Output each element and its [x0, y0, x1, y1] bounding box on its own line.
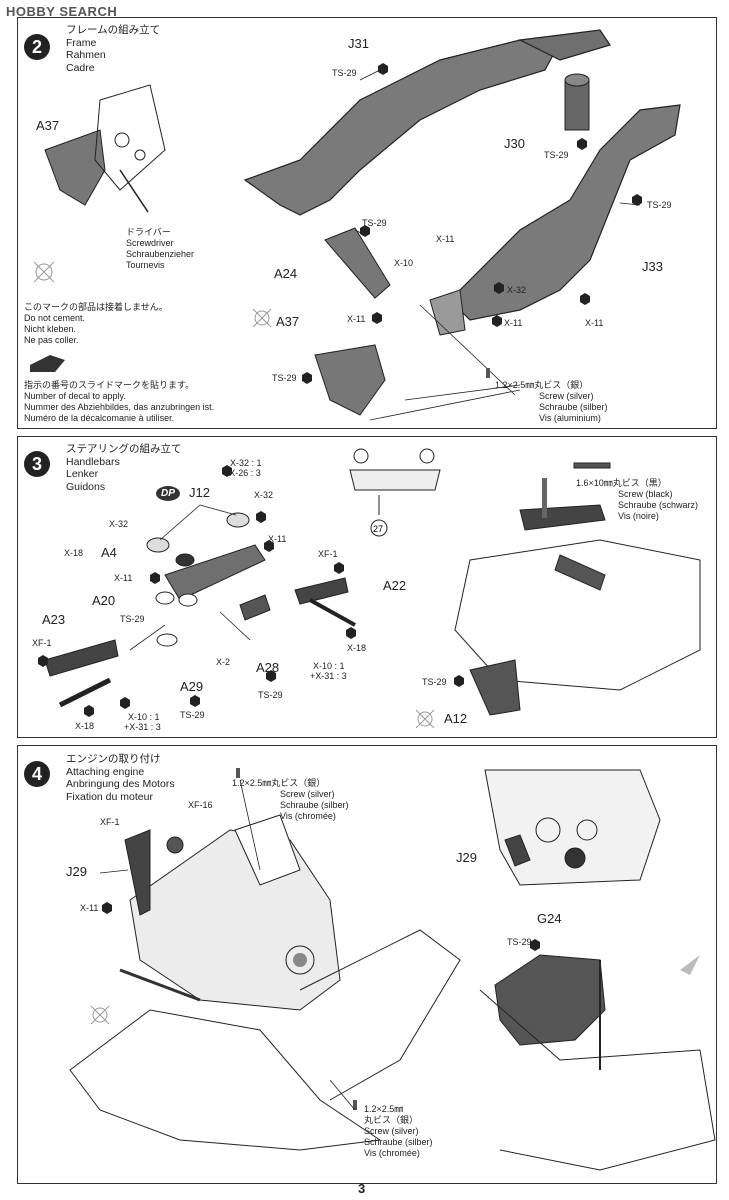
label-xf16: XF-16	[188, 800, 213, 810]
label-ts29-e: TS-29	[272, 373, 297, 383]
page-number: 3	[358, 1181, 366, 1196]
part-a37	[314, 344, 386, 416]
decal-27-icon	[349, 448, 441, 537]
label-a28: A28	[256, 660, 280, 675]
label-x32-1: X-32 : 1	[230, 458, 262, 468]
label-x26-3: +X-26 : 3	[224, 468, 261, 478]
step-2-screw-note: 1.2×2.5㎜丸ビス（銀） Screw (silver) Schraube (…	[495, 380, 608, 423]
step-4-screw-bottom-note: 1.2×2.5㎜ 丸ビス（銀） Screw (silver) Schraube …	[364, 1104, 433, 1158]
label-a20: A20	[92, 593, 116, 608]
label-ts29-c: TS-29	[647, 200, 672, 210]
label-j29-a: J29	[66, 864, 87, 879]
part-j30	[564, 79, 590, 131]
label-x31-3-b: +X-31 : 3	[124, 722, 161, 732]
decal-mark-icon	[30, 355, 65, 372]
part-a12	[469, 659, 521, 716]
label-a24: A24	[274, 266, 298, 281]
label-ts29-d: TS-29	[362, 218, 387, 228]
label-a37-left: A37	[36, 118, 60, 133]
dp-mark-icon: DP	[156, 486, 180, 501]
step-4-number: 4	[24, 761, 50, 787]
label-a12: A12	[444, 711, 468, 726]
step-2-number: 2	[24, 34, 50, 60]
label-xf1-a: XF-1	[318, 549, 338, 559]
label-g24: G24	[537, 911, 562, 926]
label-a22: A22	[383, 578, 407, 593]
frame-j31-part	[243, 39, 561, 216]
label-j29-b: J29	[456, 850, 477, 865]
label-x11-c: X-11	[504, 318, 523, 328]
label-x32-a: X-32	[254, 490, 274, 500]
label-ts29-a3: TS-29	[120, 614, 145, 624]
frame-j33-part	[449, 104, 681, 321]
label-ts29-b: TS-29	[544, 150, 569, 160]
label-ts29-4: TS-29	[507, 937, 532, 947]
label-x18-b: X-18	[347, 643, 367, 653]
decal-note: 指示の番号のスライドマークを貼ります。Number of decal to ap…	[24, 380, 215, 423]
label-x18-c: X-18	[75, 721, 95, 731]
label-x11-d: X-11	[585, 318, 604, 328]
no-cement-icon	[33, 261, 55, 283]
label-xf1-4: XF-1	[100, 817, 120, 827]
label-a23: A23	[42, 612, 66, 627]
label-x2: X-2	[216, 657, 231, 667]
label-a4: A4	[101, 545, 117, 560]
label-j12: J12	[189, 485, 210, 500]
label-x11-4: X-11	[80, 903, 99, 913]
part-j29-hose	[124, 829, 151, 916]
engine-block	[129, 829, 341, 1011]
hobby-search-watermark: HOBBY SEARCH	[6, 4, 118, 19]
label-x11-a: X-11	[436, 234, 455, 244]
label-x11-a3: X-11	[268, 534, 287, 544]
label-x10-1-a: X-10 : 1	[313, 661, 345, 671]
label-j30: J30	[504, 136, 525, 151]
part-a23	[44, 639, 119, 677]
part-a24	[324, 227, 391, 299]
svg-text:27: 27	[373, 524, 383, 534]
label-ts29-c3: TS-29	[258, 690, 283, 700]
label-x11-b: X-11	[347, 314, 366, 324]
label-ts29-d3: TS-29	[422, 677, 447, 687]
label-j31: J31	[348, 36, 369, 51]
part-a4	[164, 544, 266, 601]
label-x31-3-a: +X-31 : 3	[310, 671, 347, 681]
label-j33: J33	[642, 259, 663, 274]
step-4-screw-top-note: 1.2×2.5㎜丸ビス（銀） Screw (silver) Schraube (…	[232, 778, 349, 821]
label-ts29-b3: TS-29	[180, 710, 205, 720]
label-xf1-b: XF-1	[32, 638, 52, 648]
label-x32-b: X-32	[109, 519, 129, 529]
label-x18-a: X-18	[64, 548, 84, 558]
part-g24	[494, 954, 606, 1046]
label-x32: X-32	[507, 285, 527, 295]
step-3-screw-note: 1.6×10㎜丸ビス（黒） Screw (black) Schraube (sc…	[576, 478, 699, 521]
label-x10-1-b: X-10 : 1	[128, 712, 160, 722]
label-x10: X-10	[394, 258, 414, 268]
label-ts29-a: TS-29	[332, 68, 357, 78]
no-cement-note: このマークの部品は接着しません。Do not cement.Nicht kleb…	[24, 302, 168, 345]
label-a37-mid: A37	[276, 314, 300, 329]
label-x11-b3: X-11	[114, 573, 133, 583]
step-3-number: 3	[24, 451, 50, 477]
label-a29: A29	[180, 679, 204, 694]
part-a22	[294, 577, 349, 605]
